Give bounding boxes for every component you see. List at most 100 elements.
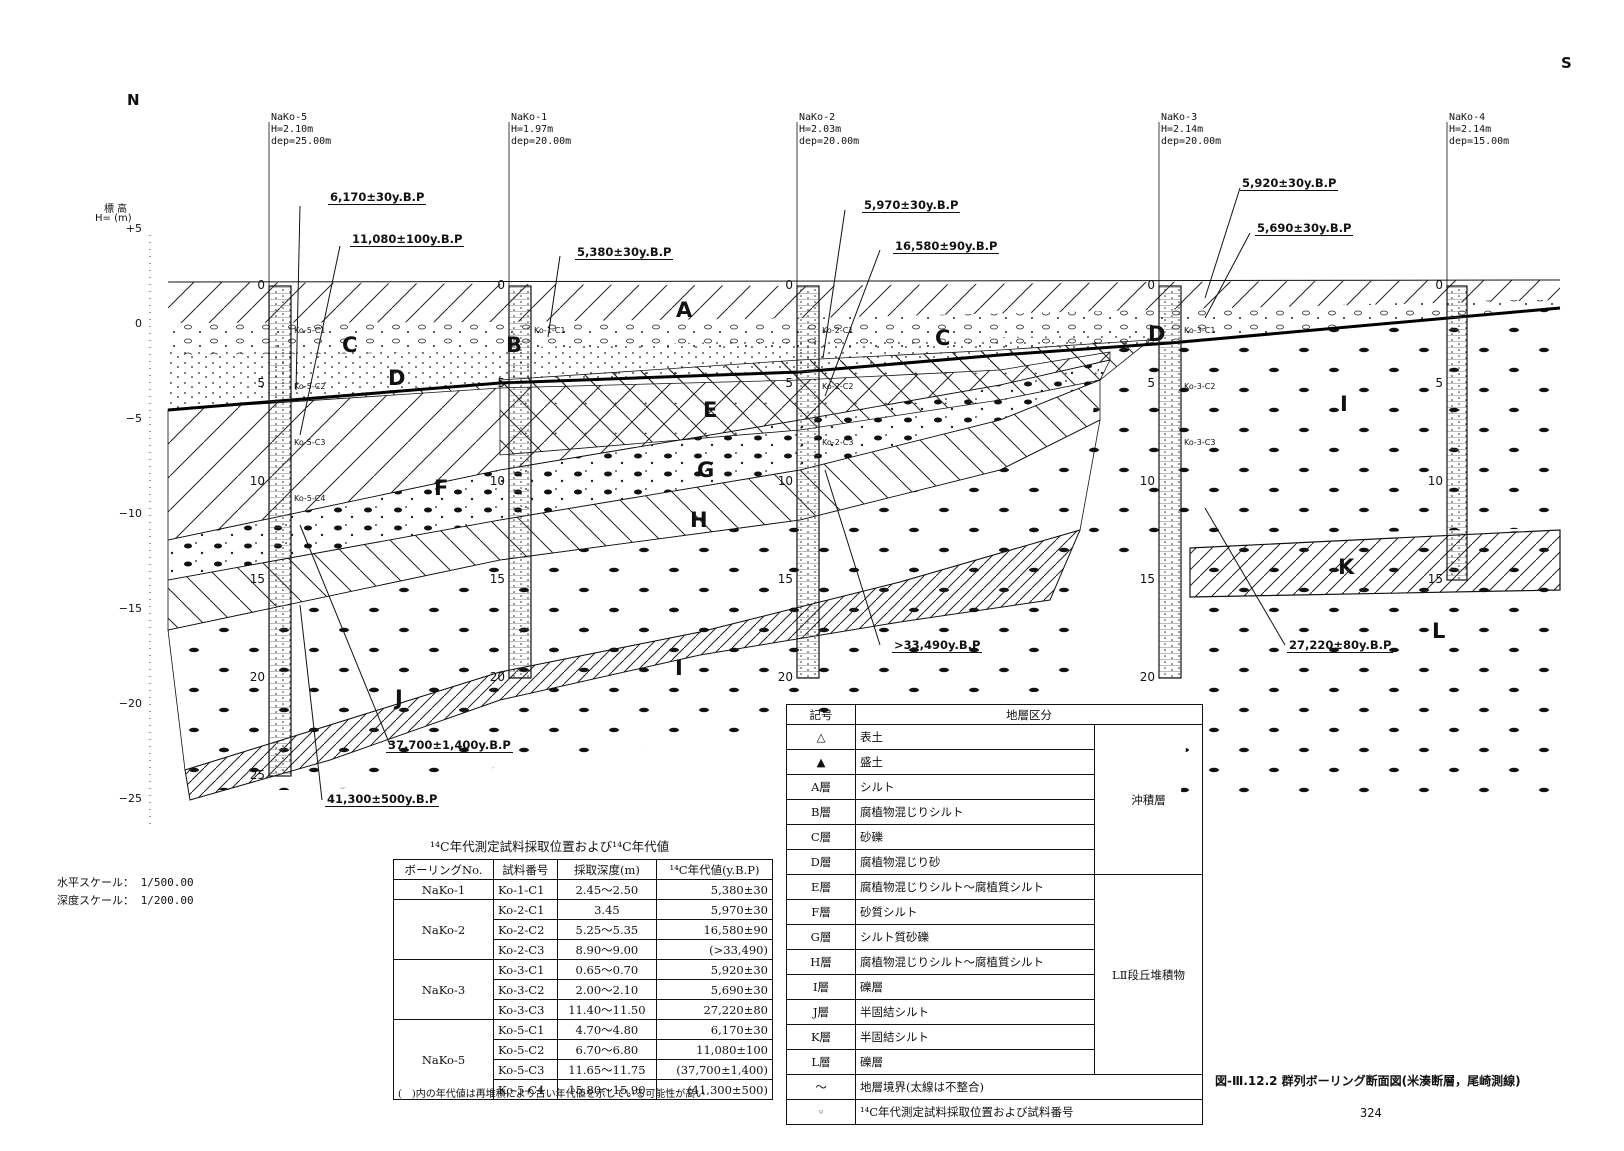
sample-label: Ko-3-C2 bbox=[1184, 382, 1216, 391]
c14-table-note: ( )内の年代値は再堆積により古い年代値を示している可能性が高い bbox=[398, 1089, 706, 1100]
c14-depth-cell: 2.45～2.50 bbox=[556, 879, 658, 900]
c14-age-cell: 5,380±30 bbox=[656, 879, 773, 900]
borehole-core bbox=[796, 285, 820, 679]
layer-letter: E bbox=[703, 398, 718, 422]
borehole-core bbox=[508, 285, 532, 679]
layer-D bbox=[168, 335, 1170, 410]
c14-age-cell: 16,580±90 bbox=[656, 919, 773, 940]
date-callout: >33,490y.B.P bbox=[892, 638, 983, 653]
elevation-tick: −5 bbox=[125, 412, 142, 425]
legend-row: ～地層境界(太線は不整合) bbox=[786, 1074, 1203, 1100]
legend-symbol: △ bbox=[786, 724, 856, 750]
legend-group-alluvium: 沖積層 bbox=[1094, 724, 1203, 875]
date-callout: 5,920±30y.B.P bbox=[1240, 176, 1339, 191]
sample-label: Ko-5-C3 bbox=[294, 438, 326, 447]
legend-group-terrace: LⅡ段丘堆積物 bbox=[1094, 874, 1203, 1075]
c14-depth-cell: 4.70～4.80 bbox=[556, 1019, 658, 1040]
legend-row: G層シルト質砂礫 bbox=[786, 924, 1203, 950]
borehole-depth-tick: 15 bbox=[777, 572, 793, 586]
date-callout: 27,220±80y.B.P bbox=[1287, 638, 1394, 653]
borehole-depth-tick: 0 bbox=[257, 278, 265, 292]
borehole-core bbox=[1446, 285, 1468, 581]
legend-label: 礫層 bbox=[855, 974, 1095, 1000]
borehole-depth: dep=15.00m bbox=[1449, 136, 1510, 147]
borehole-depth-tick: 5 bbox=[257, 376, 265, 390]
borehole-cores bbox=[268, 122, 1468, 777]
legend-symbol: ～ bbox=[786, 1074, 856, 1100]
borehole-depth: dep=20.00m bbox=[1161, 136, 1222, 147]
legend-header: 記号 bbox=[786, 704, 856, 725]
elevation-tick: −15 bbox=[118, 602, 142, 615]
north-label: N bbox=[127, 91, 140, 109]
figure-caption: 図-Ⅲ.12.2 群列ボーリング断面図(米湊断層，尾崎測線) bbox=[1215, 1074, 1521, 1088]
c14-sample-cell: Ko-2-C3 bbox=[493, 939, 558, 960]
borehole-elevation: H=2.03m bbox=[799, 124, 842, 135]
horizontal-scale: 水平スケール： 1/500.00 bbox=[57, 876, 194, 889]
sample-label: Ko-3-C1 bbox=[1184, 326, 1216, 335]
sample-label: Ko-5-C4 bbox=[294, 494, 326, 503]
ground-surface bbox=[167, 279, 1561, 283]
legend-label: 砂礫 bbox=[855, 824, 1095, 850]
sample-label: Ko-2-C2 bbox=[822, 382, 854, 391]
c14-age-cell: 27,220±80 bbox=[656, 999, 773, 1020]
borehole-depth-tick: 20 bbox=[777, 670, 793, 684]
borehole-elevation: H=2.10m bbox=[271, 124, 314, 135]
borehole-depth-tick: 5 bbox=[1147, 376, 1155, 390]
south-label: S bbox=[1561, 54, 1572, 72]
c14-table: ボーリングNo. 試料番号 採取深度(m) ¹⁴C年代値(y.B.P) NaKo… bbox=[393, 859, 773, 1100]
borehole-depth-tick: 15 bbox=[1139, 572, 1155, 586]
legend-symbol: B層 bbox=[786, 799, 856, 825]
borehole-id: NaKo-2 bbox=[799, 112, 836, 123]
c14-boring-cell: NaKo-2 bbox=[393, 899, 494, 960]
layer-letter: D bbox=[1148, 322, 1166, 346]
legend-label: 盛土 bbox=[855, 749, 1095, 775]
c14-depth-cell: 6.70～6.80 bbox=[556, 1039, 658, 1060]
c14-sample-cell: Ko-5-C4 bbox=[493, 1079, 558, 1100]
elevation-tick: 0 bbox=[135, 317, 142, 330]
elevation-tick: −10 bbox=[118, 507, 142, 520]
borehole-depth-tick: 10 bbox=[1427, 474, 1443, 488]
c14-age-cell: 5,920±30 bbox=[656, 959, 773, 980]
c14-age-cell: 11,080±100 bbox=[656, 1039, 773, 1060]
c14-age-cell: (37,700±1,400) bbox=[656, 1059, 773, 1080]
borehole-depth: dep=20.00m bbox=[511, 136, 572, 147]
legend-symbol: L層 bbox=[786, 1049, 856, 1075]
c14-depth-cell: 11.40～11.50 bbox=[556, 999, 658, 1020]
layer-L bbox=[1180, 530, 1560, 800]
elevation-axis-label: 標 高 bbox=[104, 204, 128, 215]
borehole-depth-tick: 10 bbox=[249, 474, 265, 488]
layer-letter: A bbox=[676, 298, 693, 322]
legend-label: 腐植物混じり砂 bbox=[855, 849, 1095, 875]
legend-label: 腐植物混じりシルト～腐植質シルト bbox=[855, 874, 1095, 900]
borehole-depth-tick: 0 bbox=[785, 278, 793, 292]
c14-depth-cell: 5.25～5.35 bbox=[556, 919, 658, 940]
date-callout: 11,080±100y.B.P bbox=[350, 232, 465, 247]
date-callout: 16,580±90y.B.P bbox=[893, 239, 1000, 254]
borehole-depth: dep=20.00m bbox=[799, 136, 860, 147]
legend-label: 腐植物混じりシルト bbox=[855, 799, 1095, 825]
borehole-depth-tick: 0 bbox=[1147, 278, 1155, 292]
legend-label: シルト bbox=[855, 774, 1095, 800]
legend-symbol: G層 bbox=[786, 924, 856, 950]
legend-symbol: D層 bbox=[786, 849, 856, 875]
legend-label: 半固結シルト bbox=[855, 999, 1095, 1025]
legend-symbol: E層 bbox=[786, 874, 856, 900]
borehole-depth: dep=25.00m bbox=[271, 136, 332, 147]
boring-cross-section: ᐩ bbox=[149, 122, 1561, 830]
c14-boring-cell: NaKo-5 bbox=[393, 1019, 494, 1100]
c14-age-cell: (>33,490) bbox=[656, 939, 773, 960]
borehole-core bbox=[268, 285, 292, 777]
legend-row: L層礫層 bbox=[786, 1049, 1203, 1075]
c14-boring-cell: NaKo-1 bbox=[393, 879, 494, 900]
elevation-tick: +5 bbox=[125, 222, 142, 235]
borehole-core bbox=[1158, 285, 1182, 679]
legend-row: ◦¹⁴C年代測定試料採取位置および試料番号 bbox=[786, 1099, 1203, 1125]
layer-letter: I bbox=[1340, 392, 1348, 416]
